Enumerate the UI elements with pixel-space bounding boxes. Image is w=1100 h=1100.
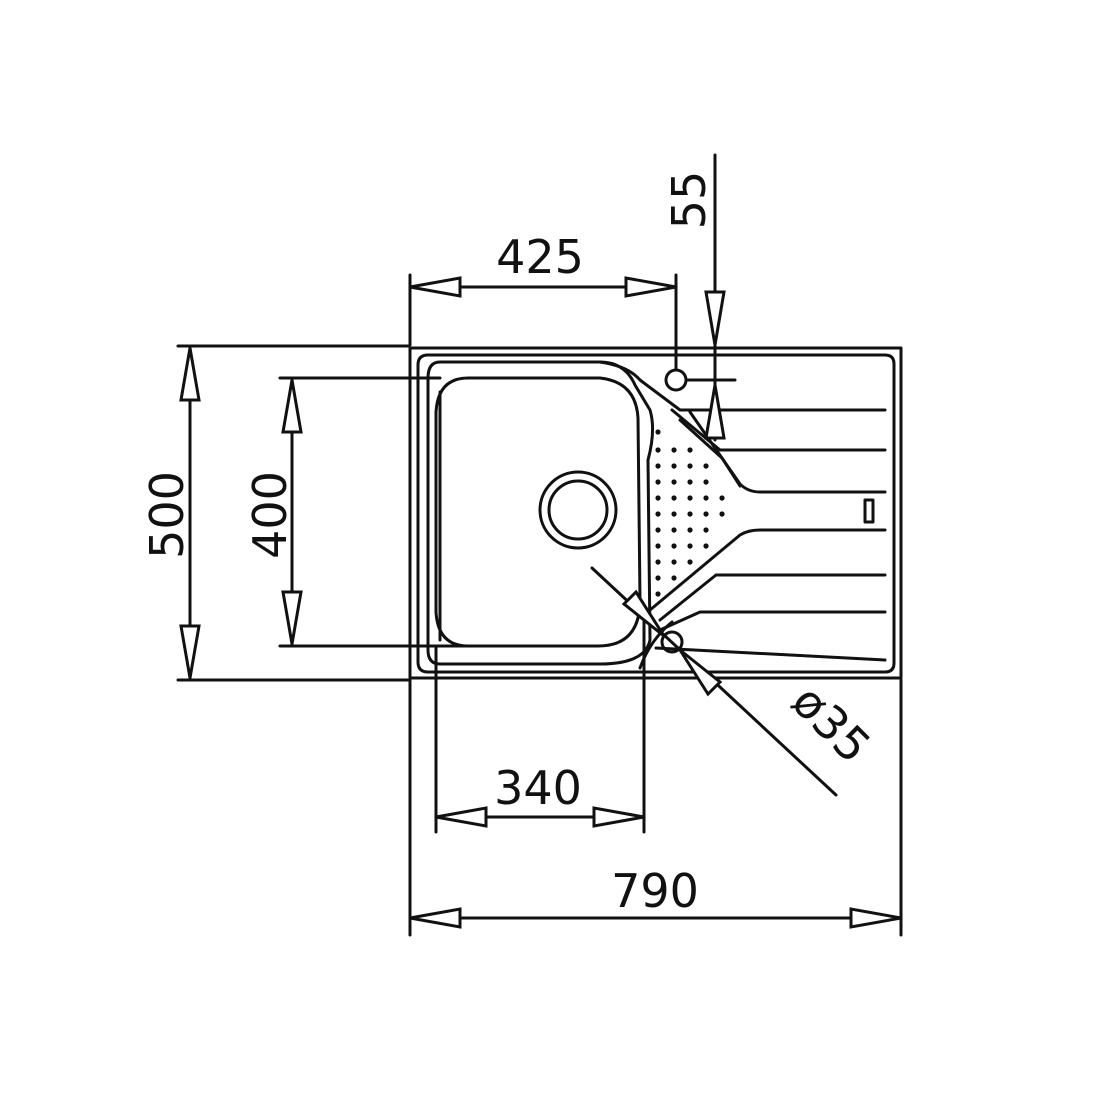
dimension-55-label: 55: [662, 171, 716, 230]
perforation-dot: [655, 495, 661, 501]
perforation-dot: [671, 575, 677, 581]
dimension-500-label: 500: [140, 471, 194, 559]
dimension-425: 425: [408, 230, 678, 372]
perforation-dot: [703, 511, 709, 517]
perforation-dot: [703, 527, 709, 533]
drainer-perforations: [655, 429, 725, 597]
perforation-dot: [655, 463, 661, 469]
perforation-dot: [703, 543, 709, 549]
dimension-340: 340: [434, 618, 646, 834]
perforation-dot: [687, 495, 693, 501]
perforation-dot: [655, 447, 661, 453]
perforation-dot: [703, 495, 709, 501]
perforation-dot: [687, 463, 693, 469]
perforation-dot: [671, 559, 677, 565]
perforation-dot: [671, 511, 677, 517]
perforation-dot: [687, 479, 693, 485]
perforation-dot: [719, 495, 725, 501]
dimension-790-label: 790: [611, 864, 699, 918]
perforation-dot: [687, 559, 693, 565]
perforation-dot: [655, 479, 661, 485]
perforation-dot: [655, 591, 661, 597]
dimension-500: 500: [140, 344, 410, 682]
perforation-dot: [671, 527, 677, 533]
perforation-dot: [671, 543, 677, 549]
perforation-dot: [671, 495, 677, 501]
perforation-dot: [655, 511, 661, 517]
sink-outline: [408, 346, 903, 680]
dimension-400-label: 400: [243, 471, 297, 559]
perforation-dot: [703, 479, 709, 485]
dimension-55: 55: [662, 153, 726, 442]
perforation-dot: [671, 479, 677, 485]
dimension-425-label: 425: [496, 230, 584, 284]
perforation-dot: [687, 527, 693, 533]
dimension-diameter-35: ø35: [590, 566, 881, 797]
drainer-board: [598, 360, 887, 670]
dimension-340-label: 340: [494, 761, 582, 815]
perforation-dot: [655, 429, 661, 435]
perforation-dot: [655, 559, 661, 565]
perforation-dot: [687, 447, 693, 453]
perforation-dot: [703, 463, 709, 469]
perforation-dot: [655, 575, 661, 581]
perforation-dot: [655, 543, 661, 549]
perforation-dot: [687, 543, 693, 549]
dimension-400: 400: [243, 376, 472, 648]
perforation-dot: [671, 463, 677, 469]
dimension-790: 790: [408, 678, 903, 937]
perforation-dot: [655, 527, 661, 533]
tap-hole: [664, 368, 737, 392]
perforation-dot: [719, 511, 725, 517]
perforation-dot: [671, 447, 677, 453]
perforation-dot: [687, 511, 693, 517]
waste-drain: [538, 470, 618, 550]
